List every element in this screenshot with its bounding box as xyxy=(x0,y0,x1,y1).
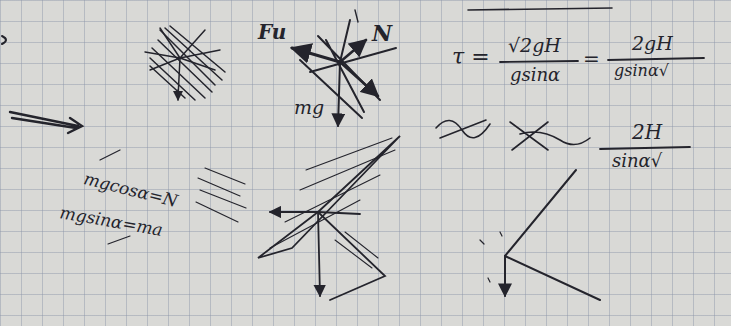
handwritten-label: = xyxy=(583,49,600,69)
handwritten-label: √2gH xyxy=(508,36,561,55)
handwritten-label: N xyxy=(372,22,392,44)
handwritten-label: sinα√ xyxy=(612,152,662,170)
handwritten-label: mgcosα=N xyxy=(82,170,179,210)
pen-strokes xyxy=(2,8,704,300)
handwritten-label: mg xyxy=(294,98,324,117)
handwritten-label: gsinα xyxy=(510,66,560,84)
handwritten-label: gsinα√ xyxy=(614,63,669,79)
handwritten-label: Fu xyxy=(258,22,286,42)
handwritten-label: mgsinα=ma xyxy=(59,204,164,239)
handwritten-label: 2gH xyxy=(632,34,673,53)
handwritten-label: 2H xyxy=(632,122,662,142)
handwritten-label: τ = xyxy=(452,46,490,68)
